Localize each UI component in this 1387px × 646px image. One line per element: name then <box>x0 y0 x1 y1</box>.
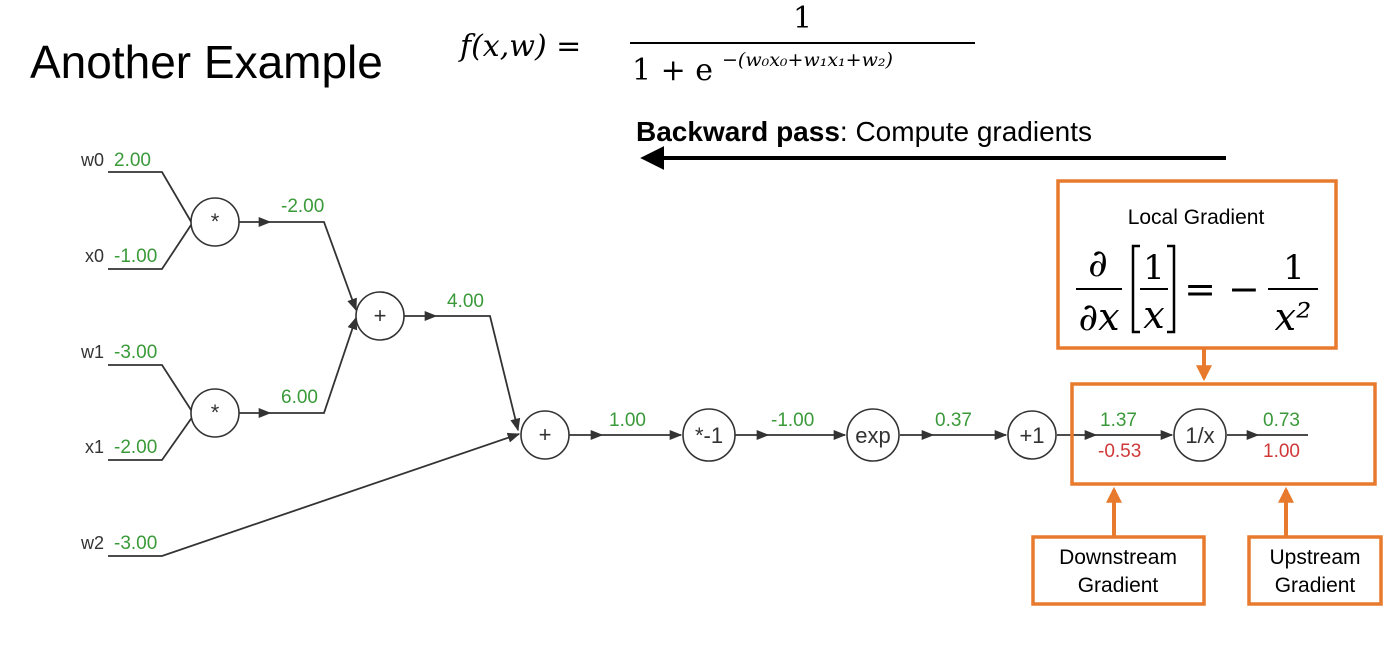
value-add1-out: 4.00 <box>447 291 484 312</box>
value-plus1-out: 1.37 <box>1100 410 1137 431</box>
input-w0-value: 2.00 <box>114 150 151 171</box>
deriv-d: ∂ <box>1088 241 1108 285</box>
node-neg-label: *-1 <box>695 423 723 448</box>
page-title: Another Example <box>30 36 383 88</box>
node-plus1: +1 <box>1007 410 1057 460</box>
downstream-gradient-box: Downstream Gradient <box>1031 535 1206 606</box>
rhs-denominator: x² <box>1275 295 1312 339</box>
local-gradient-box: Local Gradient ∂ ∂x 1 x = − 1 x² <box>1056 179 1338 350</box>
downstream-frame <box>1031 535 1206 606</box>
formula-denominator-exponent: −(w₀x₀+w₁x₁+w₂) <box>722 49 893 71</box>
graph-nodes: * * + + *-1 exp +1 1/x <box>190 197 1227 462</box>
node-add1-label: + <box>374 303 387 328</box>
function-formula: f(x,w) = 1 1 + e −(w₀x₀+w₁x₁+w₂) <box>458 1 975 88</box>
node-add1: + <box>355 291 405 341</box>
backward-pass-rest: : Compute gradients <box>840 116 1092 147</box>
value-mul2-out: 6.00 <box>281 387 318 408</box>
upstream-frame <box>1247 535 1383 606</box>
node-plus1-label: +1 <box>1019 423 1044 448</box>
input-x0-name: x0 <box>85 246 104 266</box>
wire-w2 <box>108 432 521 557</box>
node-mul2: * <box>190 388 240 438</box>
node-exp: exp <box>846 408 900 462</box>
edge-values: -2.00 6.00 4.00 1.00 -1.00 0.37 1.37 -0.… <box>281 196 1300 462</box>
wire-x1 <box>108 415 194 461</box>
input-w1-name: w1 <box>80 342 104 362</box>
node-inv-label: 1/x <box>1185 423 1214 448</box>
upstream-gradient-box: Upstream Gradient <box>1247 535 1383 606</box>
wire-w0 <box>108 171 194 226</box>
rhs-numerator: 1 <box>1283 248 1305 288</box>
backward-pass-bold: Backward pass <box>636 116 840 147</box>
deriv-dx: ∂x <box>1078 295 1119 339</box>
value-neg-out: -1.00 <box>771 410 814 431</box>
upstream-line2: Gradient <box>1275 574 1356 597</box>
node-add2: + <box>520 410 570 460</box>
internal-wires <box>238 216 1308 441</box>
input-w0-name: w0 <box>80 150 104 170</box>
bracket-denominator: x <box>1143 293 1164 337</box>
value-mul1-out: -2.00 <box>281 196 324 217</box>
value-add2-out: 1.00 <box>609 410 646 431</box>
backward-pass-label: Backward pass: Compute gradients <box>636 116 1092 147</box>
local-gradient-label: Local Gradient <box>1128 206 1265 229</box>
node-mul2-label: * <box>211 400 220 425</box>
right-bracket <box>1167 244 1176 334</box>
node-exp-label: exp <box>855 423 890 448</box>
input-x0-value: -1.00 <box>114 246 157 267</box>
node-mul1: * <box>190 197 240 247</box>
formula-lhs: f(x,w) = <box>458 29 581 64</box>
upstream-line1: Upstream <box>1269 546 1360 569</box>
input-x1-name: x1 <box>85 437 104 457</box>
wire-x0 <box>108 221 194 270</box>
downstream-line1: Downstream <box>1059 546 1177 569</box>
input-w2-value: -3.00 <box>114 533 157 554</box>
node-inv: 1/x <box>1173 408 1227 462</box>
downstream-line2: Gradient <box>1078 574 1159 597</box>
value-inv-out: 0.73 <box>1263 410 1300 431</box>
bracket-numerator: 1 <box>1143 248 1165 288</box>
left-bracket <box>1131 244 1140 334</box>
wire-mul2-to-add1 <box>270 316 358 414</box>
input-w2-name: w2 <box>80 533 104 553</box>
node-add2-label: + <box>539 422 552 447</box>
input-labels: w0 2.00 x0 -1.00 w1 -3.00 x1 -2.00 w2 -3… <box>80 150 157 554</box>
wire-mul1-to-add1 <box>270 221 357 312</box>
input-wires <box>108 171 521 557</box>
wire-add1-to-add2 <box>436 315 521 432</box>
grad-plus1-out: -0.53 <box>1098 441 1141 462</box>
wire-w1 <box>108 364 194 414</box>
highlight-box-inv <box>1070 382 1377 486</box>
grad-inv-out: 1.00 <box>1263 441 1300 462</box>
formula-denominator-base: 1 + e <box>632 53 713 88</box>
local-gradient-frame <box>1056 179 1338 350</box>
input-x1-value: -2.00 <box>114 437 157 458</box>
node-neg: *-1 <box>682 408 736 462</box>
formula-numerator: 1 <box>793 1 812 36</box>
value-exp-out: 0.37 <box>935 410 972 431</box>
equals-minus: = − <box>1184 267 1260 311</box>
input-w1-value: -3.00 <box>114 342 157 363</box>
node-mul1-label: * <box>211 209 220 234</box>
